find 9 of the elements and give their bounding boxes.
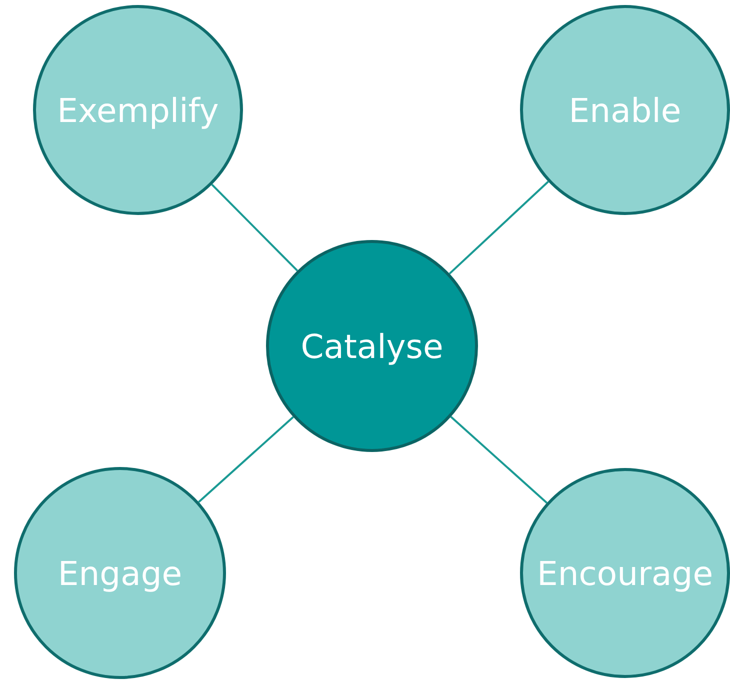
- node-label: Catalyse: [300, 326, 444, 366]
- connector-line: [448, 180, 549, 274]
- node-label: Exemplify: [57, 90, 219, 130]
- connector-line: [450, 416, 548, 504]
- connector-line: [198, 416, 294, 503]
- node-label: Encourage: [536, 554, 714, 592]
- connector-line: [211, 184, 298, 272]
- node-label: Engage: [58, 554, 182, 592]
- node-label: Enable: [568, 90, 682, 130]
